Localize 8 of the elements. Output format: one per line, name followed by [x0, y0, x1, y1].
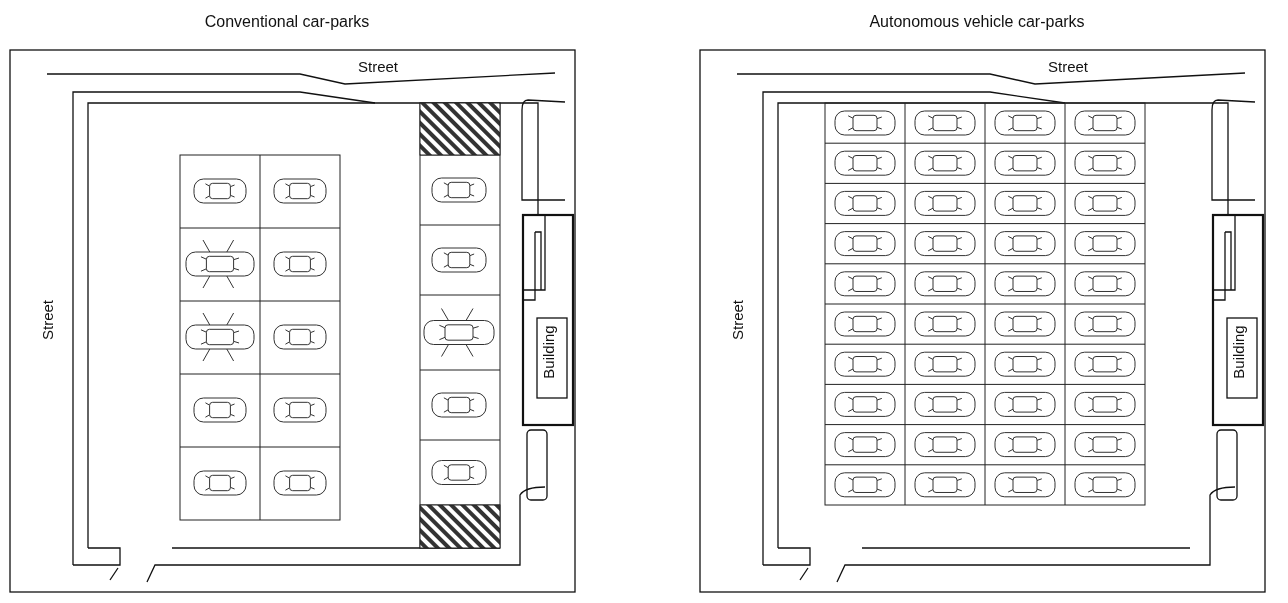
building-label: Building — [1230, 325, 1246, 379]
panel-title: Autonomous vehicle car-parks — [869, 14, 1085, 30]
street-label: Street — [39, 300, 55, 340]
street-label: Street — [358, 58, 398, 74]
building-label: Building — [540, 325, 556, 379]
street-label: Street — [729, 300, 745, 340]
street-label: Street — [1048, 58, 1088, 74]
panel-title: Conventional car-parks — [204, 14, 370, 30]
